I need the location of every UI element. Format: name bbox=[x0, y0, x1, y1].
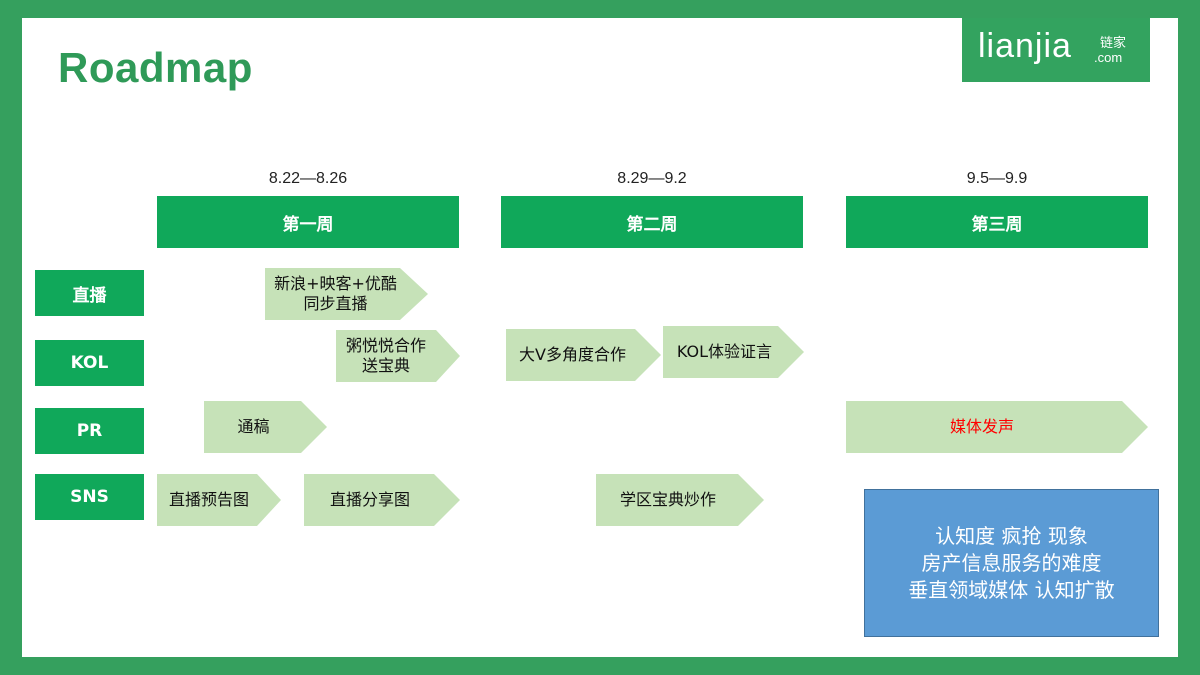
task-live-sync-broadcast: 新浪+映客+优酷 同步直播 bbox=[265, 268, 428, 320]
logo-wordmark: lianjia bbox=[978, 27, 1072, 65]
task-sns-share-image: 直播分享图 bbox=[304, 474, 460, 526]
note-line: 垂直领域媒体 认知扩散 bbox=[908, 577, 1115, 602]
task-pr-media-voice: 媒体发声 bbox=[846, 401, 1148, 453]
task-text: 通稿 bbox=[237, 417, 270, 436]
task-text: KOL体验证言 bbox=[676, 342, 773, 361]
task-text-line: 送宝典 bbox=[361, 356, 410, 375]
task-text: 学区宝典炒作 bbox=[619, 490, 716, 509]
row-label-pr: PR bbox=[35, 408, 144, 454]
week-3-date: 9.5—9.9 bbox=[966, 170, 1028, 187]
slide: Roadmap lianjia 链家 .com 8.22—8.26 8.29—9… bbox=[22, 18, 1178, 657]
task-text: 媒体发声 bbox=[949, 417, 1014, 436]
lianjia-logo: lianjia 链家 .com bbox=[962, 18, 1150, 82]
task-pr-press-release: 通稿 bbox=[204, 401, 327, 453]
note-line: 房产信息服务的难度 bbox=[921, 550, 1102, 575]
row-label-live: 直播 bbox=[35, 270, 144, 316]
week-2-header: 第二周 bbox=[501, 196, 803, 248]
task-kol-bigv-collab: 大V多角度合作 bbox=[506, 329, 661, 381]
week-1-date: 8.22—8.26 bbox=[268, 170, 348, 187]
week-1-header: 第一周 bbox=[157, 196, 459, 248]
page-title: Roadmap bbox=[58, 44, 253, 91]
task-sns-school-guide: 学区宝典炒作 bbox=[596, 474, 764, 526]
task-kol-collab-gift: 粥悦悦合作 送宝典 bbox=[336, 330, 460, 382]
week-3-header: 第三周 bbox=[846, 196, 1148, 248]
task-sns-preview-image: 直播预告图 bbox=[157, 474, 281, 526]
logo-chinese: 链家 bbox=[1100, 36, 1127, 51]
task-kol-testimonial: KOL体验证言 bbox=[663, 326, 804, 378]
week-2-date: 8.29—9.2 bbox=[617, 170, 687, 187]
summary-note: 认知度 疯抢 现象 房产信息服务的难度 垂直领域媒体 认知扩散 bbox=[864, 489, 1159, 637]
task-text: 直播分享图 bbox=[329, 490, 410, 509]
row-label-sns: SNS bbox=[35, 474, 144, 520]
task-text-line: 新浪+映客+优酷 bbox=[274, 274, 397, 293]
row-label-kol: KOL bbox=[35, 340, 144, 386]
task-text: 直播预告图 bbox=[168, 490, 249, 509]
logo-domain: .com bbox=[1094, 50, 1123, 65]
task-text-line: 同步直播 bbox=[303, 294, 368, 313]
task-text-line: 粥悦悦合作 bbox=[345, 336, 426, 355]
task-text: 大V多角度合作 bbox=[519, 345, 626, 364]
note-line: 认知度 疯抢 现象 bbox=[935, 523, 1088, 548]
